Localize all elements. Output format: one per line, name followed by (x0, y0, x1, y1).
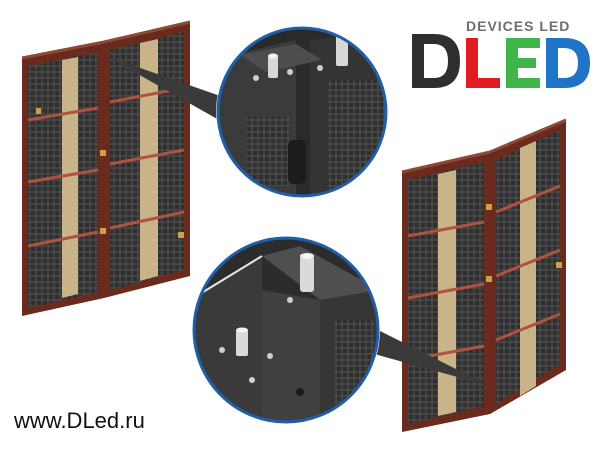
zoom-detail-bottom (192, 236, 380, 424)
zoom-detail-top (216, 26, 388, 198)
logo-tagline: DEVICES LED (466, 18, 571, 34)
callout-pointer-bottom (360, 326, 490, 386)
left-cabinet-pair (21, 20, 191, 316)
right-cabinet-pair (401, 118, 567, 432)
website-url: www.DLed.ru (14, 408, 145, 433)
callout-pointer-top (106, 56, 226, 124)
dled-logo (412, 34, 590, 88)
